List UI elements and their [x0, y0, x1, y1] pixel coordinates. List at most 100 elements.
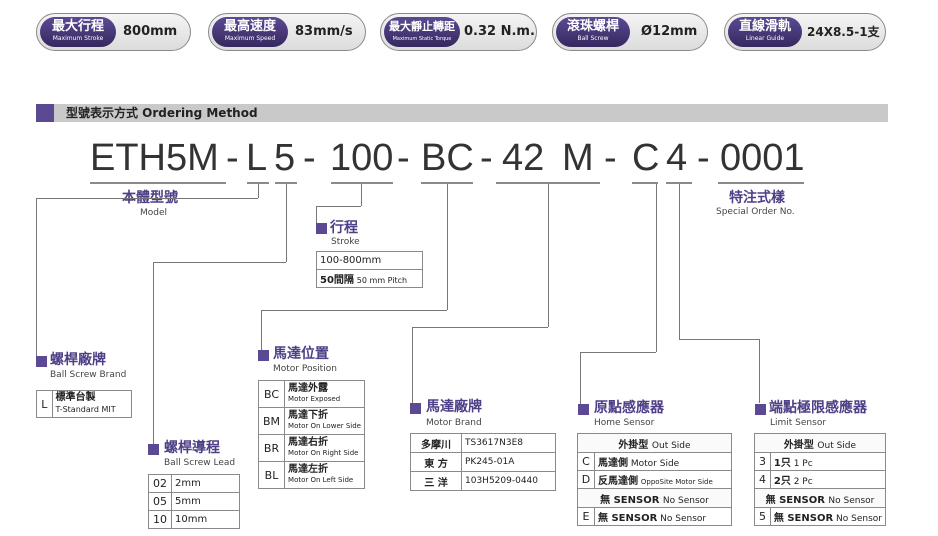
underline [90, 182, 226, 184]
motor-position-name: 馬達下折 [288, 410, 329, 421]
motor-position-title: 馬達位置 [273, 346, 329, 362]
spec-label: 最大行程 [51, 19, 104, 34]
underline [496, 182, 600, 184]
lead-code: 10 [148, 510, 172, 529]
code-lead: 5 [274, 137, 296, 179]
lead-title: 螺桿導程 [164, 440, 220, 456]
spec-label: 滾珠螺桿 [566, 19, 619, 34]
underline [247, 182, 269, 184]
table-row: 無 SENSOR No Sensor [754, 488, 886, 508]
connector-line [759, 339, 760, 403]
spec-linear-guide: 直線滑軌 Linear Guide 24X8.5-1支 [724, 13, 886, 51]
motor-position-name: 馬達外露 [288, 383, 329, 394]
spec-tag: 滾珠螺桿 Ball Screw [556, 17, 630, 47]
spec-label: 最大靜止轉距 [389, 20, 455, 33]
home-sensor-title: 原點感應器 [594, 400, 664, 416]
motor-position-name-en: Motor Exposed [288, 395, 341, 403]
spec-tag: 最大行程 Maximum Stroke [40, 17, 116, 47]
table-cell: 100-800mm [316, 251, 423, 270]
motor-position-marker-icon [258, 350, 269, 361]
brand-marker-icon [36, 356, 47, 367]
brand-title: 螺桿廠牌 [50, 352, 106, 368]
code-dash: - [604, 137, 617, 179]
table-row: 100-800mm [316, 251, 423, 270]
spec-max-stroke: 最大行程 Maximum Stroke 800mm [36, 13, 191, 51]
code-dash: - [226, 137, 239, 179]
table-row: 外掛型 Out Side [577, 433, 732, 453]
motor-position-code: BL [257, 461, 286, 489]
limit-code: 3 [754, 452, 771, 471]
table-row: 無 SENSOR No Sensor [577, 488, 732, 508]
spec-label-en: Ball Screw [577, 35, 609, 42]
table-header: 無 SENSOR No Sensor [754, 488, 886, 508]
spec-tag: 最高速度 Maximum Speed [212, 17, 288, 47]
table-cell: 2只 2 Pc [769, 470, 887, 489]
connector-line [36, 198, 258, 199]
lead-value: 5mm [171, 492, 240, 511]
home-option: 無 SENSOR [598, 513, 658, 524]
table-header: 無 SENSOR No Sensor [577, 488, 732, 508]
connector-line [286, 184, 287, 262]
motor-position-title-en: Motor Position [273, 364, 337, 374]
connector-line [548, 184, 549, 327]
code-motor-brand: 42 [502, 137, 545, 179]
motor-position-code: BR [257, 434, 286, 462]
spec-value: 0.32 N.m. [464, 24, 535, 39]
home-sensor-marker-icon [578, 404, 589, 415]
motor-position-name-en: Motor On Left Side [288, 476, 354, 484]
limit-option: 2只 [773, 476, 791, 487]
underline [275, 182, 297, 184]
home-code: C [577, 452, 595, 471]
connector-line [316, 206, 361, 207]
section-title: 型號表示方式 Ordering Method [66, 106, 258, 120]
table-cell: 無 SENSOR No Sensor [769, 507, 887, 526]
limit-option: 1只 [773, 458, 791, 469]
limit-option: 無 SENSOR [773, 513, 834, 524]
motor-position-name-en: Motor On Lower Side [288, 422, 361, 430]
special-order-label-en: Special Order No. [716, 207, 795, 217]
stroke-pitch: 50間隔 [320, 275, 354, 286]
lead-marker-icon [148, 444, 159, 455]
limit-sensor-title: 端點極限感應器 [769, 400, 867, 416]
code-special: 0001 [720, 137, 805, 179]
home-none: 無 SENSOR [600, 494, 660, 506]
section-header-bar: 型號表示方式 Ordering Method [36, 104, 888, 122]
spec-max-torque: 最大靜止轉距 Maximum Static Torque 0.32 N.m. [380, 13, 537, 51]
table-cell: 無 SENSOR No Sensor [594, 507, 732, 526]
limit-option-en: 2 Pc [793, 477, 813, 487]
connector-line [656, 184, 657, 352]
limit-sensor-title-en: Limit Sensor [770, 418, 827, 428]
underline [632, 182, 658, 184]
code-dash: - [697, 137, 710, 179]
spec-tag: 最大靜止轉距 Maximum Static Torque [384, 17, 460, 47]
motor-brand-name: 東 方 [410, 452, 462, 472]
spec-label: 直線滑軌 [738, 19, 791, 34]
spec-label-en: Linear Guide [745, 35, 785, 42]
limit-none: 無 SENSOR [765, 494, 825, 506]
stroke-title: 行程 [330, 220, 358, 236]
spec-max-speed: 最高速度 Maximum Speed 83mm/s [208, 13, 366, 51]
home-code: D [577, 470, 595, 489]
code-stroke: 100 [330, 137, 394, 179]
table-header: 外掛型 Out Side [754, 433, 886, 453]
connector-line [679, 184, 680, 339]
